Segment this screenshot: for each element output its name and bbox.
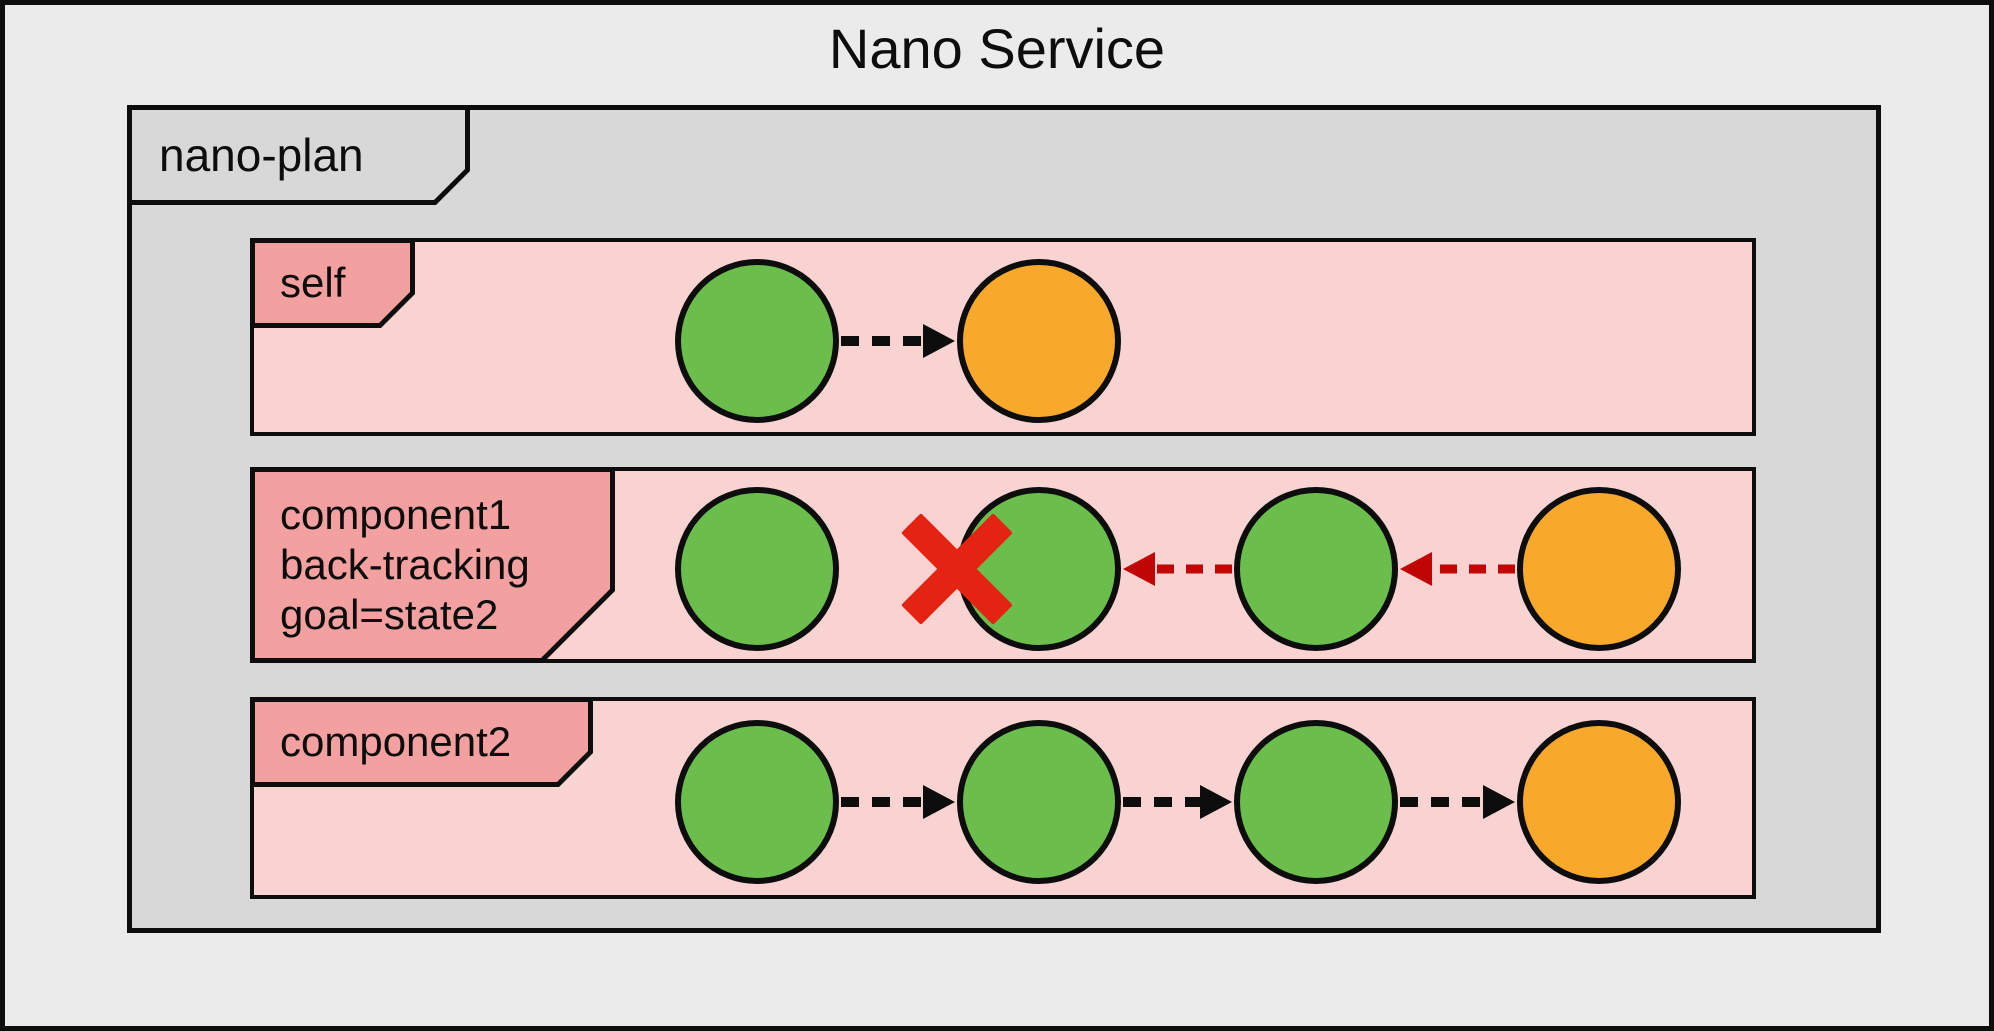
transition-arrow-right — [1400, 785, 1515, 819]
transition-arrow-right — [841, 324, 955, 358]
state-circle-green — [675, 720, 839, 884]
diagram-title: Nano Service — [828, 17, 1166, 80]
lane-tab — [250, 697, 593, 787]
lane-component2: component2 — [250, 697, 1756, 899]
state-circle-orange — [1517, 487, 1681, 651]
nano-plan-tab — [127, 105, 470, 205]
lane-tab-label-line: back-tracking — [280, 541, 530, 588]
transition-arrow-right — [1123, 785, 1232, 819]
state-circle-green — [1234, 720, 1398, 884]
nano-plan-tab-fill — [132, 110, 465, 200]
backtrack-cross-icon — [901, 513, 1013, 625]
lane-tab-fill — [255, 472, 610, 658]
transition-arrow-left — [1123, 552, 1232, 586]
lane-self: self — [250, 238, 1756, 436]
lane-tab — [250, 238, 415, 328]
lane-tab-label-line: self — [280, 259, 346, 306]
state-circle-green — [957, 720, 1121, 884]
lane-tab-fill — [255, 243, 410, 323]
transition-arrow-left — [1400, 552, 1515, 586]
state-circle-green — [675, 487, 839, 651]
lane-tab-label-line: goal=state2 — [280, 591, 499, 638]
state-circle-green — [675, 259, 839, 423]
lane-tab-label: self — [280, 238, 345, 328]
lane-tab-label: component2 — [280, 697, 511, 787]
lane-tab-label-line: component1 — [280, 491, 512, 538]
lane-tab — [250, 467, 615, 663]
state-circle-orange — [957, 259, 1121, 423]
state-circle-orange — [1517, 720, 1681, 884]
lane-tab-fill — [255, 702, 588, 782]
state-circle-green — [1234, 487, 1398, 651]
transition-arrow-right — [841, 785, 955, 819]
lane-tab-label-line: component2 — [280, 718, 512, 765]
nano-plan-tab-label: nano-plan — [159, 129, 364, 181]
